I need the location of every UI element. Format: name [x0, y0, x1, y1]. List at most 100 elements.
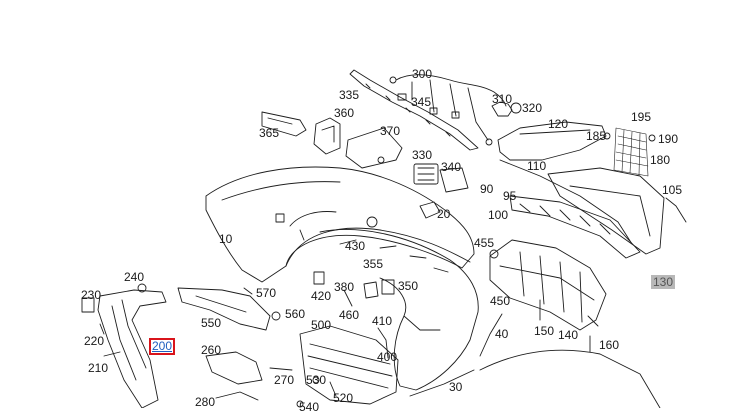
- wiring-harness-300: [389, 74, 507, 146]
- callout-100[interactable]: 100: [488, 208, 509, 222]
- callout-30[interactable]: 30: [449, 380, 463, 394]
- bracket-550: [177, 287, 271, 331]
- callout-520[interactable]: 520: [333, 391, 354, 405]
- callout-160[interactable]: 160: [599, 338, 620, 352]
- callout-230[interactable]: 230: [81, 288, 102, 302]
- bolt-220: [99, 323, 105, 335]
- lower-bumper-400: [319, 229, 479, 391]
- callout-110[interactable]: 110: [527, 159, 547, 173]
- clip-350: [381, 279, 395, 295]
- callout-550[interactable]: 550: [201, 316, 222, 330]
- clip-420: [313, 271, 325, 285]
- bolt-210: [103, 351, 121, 357]
- carrier-450: [489, 239, 607, 331]
- callout-335[interactable]: 335: [339, 88, 360, 102]
- trim-90: [499, 159, 633, 245]
- clip-190: [648, 134, 656, 142]
- bolt-270: [269, 367, 293, 371]
- clip-570: [243, 287, 253, 295]
- bracket-360: [313, 117, 341, 155]
- clip-380: [363, 281, 379, 299]
- callout-380[interactable]: 380: [334, 280, 355, 294]
- callout-320[interactable]: 320: [522, 101, 543, 115]
- support-200: [97, 289, 167, 408]
- callout-190[interactable]: 190: [658, 132, 679, 146]
- callout-530[interactable]: 530: [306, 373, 327, 387]
- callout-450[interactable]: 450: [490, 294, 511, 308]
- callout-360[interactable]: 360: [334, 106, 355, 120]
- clip-530: [312, 376, 320, 384]
- callout-120[interactable]: 120: [548, 117, 569, 131]
- callout-210[interactable]: 210: [88, 361, 109, 375]
- callout-150[interactable]: 150: [534, 324, 555, 338]
- clip-520: [329, 381, 337, 397]
- callout-300[interactable]: 300: [412, 67, 433, 81]
- sensor-310: [491, 101, 522, 117]
- reflector-370: [345, 127, 403, 169]
- bracket-365: [261, 111, 307, 137]
- clip-140: [587, 315, 599, 327]
- panel-100: [509, 195, 641, 259]
- strip-105: [665, 197, 687, 223]
- callout-240[interactable]: 240: [124, 270, 145, 284]
- trim-strip-335: [349, 69, 479, 151]
- callout-345[interactable]: 345: [411, 95, 432, 109]
- callout-180[interactable]: 180: [650, 153, 671, 167]
- bracket-260: [205, 351, 263, 385]
- strip-410: [377, 327, 389, 359]
- energy-absorber-500: [299, 325, 399, 405]
- clip-460: [343, 289, 353, 307]
- callout-400[interactable]: 400: [377, 350, 398, 364]
- callout-460[interactable]: 460: [339, 308, 360, 322]
- clip-20: [419, 201, 441, 219]
- strip-40: [479, 313, 503, 357]
- callout-365[interactable]: 365: [259, 126, 280, 140]
- module-330: [413, 163, 439, 185]
- clip-540: [296, 400, 304, 408]
- callout-195[interactable]: 195: [631, 110, 652, 124]
- clip-560: [271, 311, 281, 321]
- callout-270[interactable]: 270: [274, 373, 295, 387]
- callout-330[interactable]: 330: [412, 148, 433, 162]
- rail-30: [409, 369, 475, 397]
- callout-570[interactable]: 570: [256, 286, 277, 300]
- callout-220[interactable]: 220: [84, 334, 105, 348]
- callout-350[interactable]: 350: [398, 279, 419, 293]
- bumper-lower-30: [479, 349, 661, 408]
- callout-280[interactable]: 280: [195, 395, 216, 409]
- callout-10[interactable]: 10: [219, 232, 233, 246]
- callout-95[interactable]: 95: [503, 189, 517, 203]
- callout-310[interactable]: 310: [492, 92, 513, 106]
- callout-560[interactable]: 560: [285, 307, 306, 321]
- clip-455: [489, 249, 499, 259]
- clip-185: [603, 132, 611, 140]
- bracket-340: [439, 167, 469, 193]
- diffuser-120: [497, 121, 607, 161]
- callout-90[interactable]: 90: [480, 182, 494, 196]
- clip-240: [137, 283, 147, 293]
- callout-355[interactable]: 355: [363, 257, 384, 271]
- callout-340[interactable]: 340: [441, 160, 462, 174]
- callout-260[interactable]: 260: [201, 343, 222, 357]
- bumper-cover-10: [205, 166, 475, 283]
- callout-430[interactable]: 430: [345, 239, 366, 253]
- callout-105[interactable]: 105: [662, 183, 683, 197]
- callout-140[interactable]: 140: [558, 328, 579, 342]
- callout-20[interactable]: 20: [437, 207, 451, 221]
- callout-420[interactable]: 420: [311, 289, 332, 303]
- callout-40[interactable]: 40: [495, 327, 509, 341]
- callout-370[interactable]: 370: [380, 124, 401, 138]
- callout-200-selected[interactable]: 200: [149, 338, 176, 355]
- grille-180: [613, 127, 649, 177]
- callout-130[interactable]: 130: [651, 275, 676, 289]
- part-280: [215, 391, 259, 401]
- callout-500[interactable]: 500: [311, 318, 332, 332]
- clip-230: [81, 297, 95, 313]
- callout-455[interactable]: 455: [474, 236, 495, 250]
- callout-410[interactable]: 410: [372, 314, 393, 328]
- callout-185[interactable]: 185: [586, 129, 607, 143]
- cover-95: [547, 167, 665, 255]
- callout-540[interactable]: 540: [299, 400, 320, 414]
